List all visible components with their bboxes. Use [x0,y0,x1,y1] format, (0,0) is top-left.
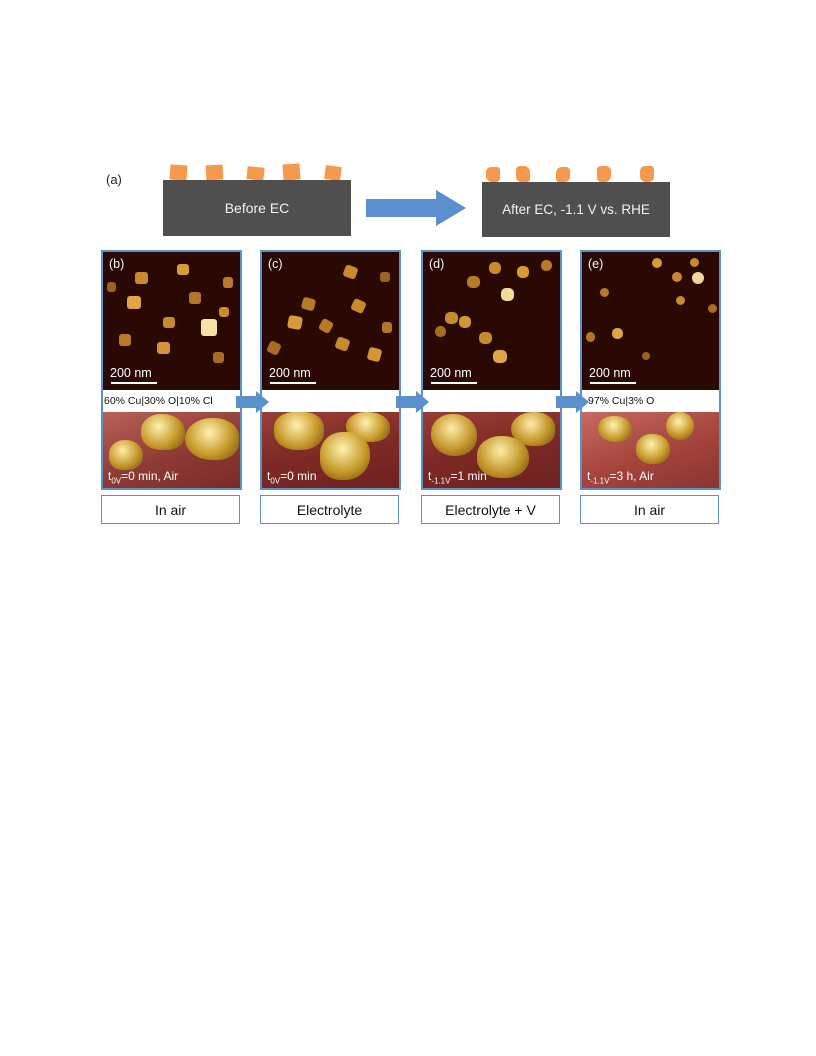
time-value: =0 min, Air [121,469,179,483]
afm-3d-image: t0V=0 min, Air [103,412,240,488]
panel-c: (c) 200 nm t0V=0 min [260,250,401,490]
panel-letter: (b) [109,257,125,271]
cube [205,164,224,181]
condition-label: In air [580,495,719,524]
nanoparticle [640,166,654,182]
scale-bar [431,382,477,384]
scale-label: 200 nm [269,366,311,380]
panel-b: (b) 200 nm 60% Cu|30% O|10% Cl t0V=0 min… [101,250,242,490]
scale-label: 200 nm [589,366,631,380]
nanoparticle [597,166,611,182]
time-label: t-1.1V=1 min [428,469,487,486]
time-label: t-1.1V=3 h, Air [587,469,654,486]
cube [282,163,301,181]
scale-bar [590,382,636,384]
afm-topography-image [582,252,719,390]
time-subscript: 0V [270,476,281,486]
condition-label: Electrolyte [260,495,399,524]
scale-bar [111,382,157,384]
time-label: t0V=0 min [267,469,317,486]
composition-label [423,390,560,412]
time-subscript: 0V [111,476,122,486]
time-subscript: -1.1V [431,476,451,486]
time-label: t0V=0 min, Air [108,469,179,486]
panel-letter: (c) [268,257,283,271]
panel-letter: (d) [429,257,445,271]
nanoparticle [556,167,570,182]
condition-label: Electrolyte + V [421,495,560,524]
scale-bar [270,382,316,384]
cube [169,164,188,181]
nanoparticle [486,167,500,182]
afm-topography-image [262,252,399,390]
panel-e: (e) 200 nm 97% Cu|3% O t-1.1V=3 h, Air [580,250,721,490]
step-arrow-icon [236,391,269,413]
scale-label: 200 nm [110,366,152,380]
step-arrow-icon [396,391,429,413]
cube [246,166,265,181]
afm-3d-image: t-1.1V=3 h, Air [582,412,719,488]
afm-3d-image: t0V=0 min [262,412,399,488]
composition-label: 60% Cu|30% O|10% Cl [103,390,240,412]
scale-label: 200 nm [430,366,472,380]
afm-topography-image [423,252,560,390]
afm-3d-image: t-1.1V=1 min [423,412,560,488]
panel-letter: (e) [588,257,604,271]
panel-d: (d) 200 nm t-1.1V=1 min [421,250,562,490]
time-value: =1 min [450,469,487,483]
time-value: =3 h, Air [609,469,654,483]
step-arrow-icon [556,391,589,413]
panel-a-label: (a) [106,172,122,187]
cube [324,164,342,182]
time-subscript: -1.1V [590,476,610,486]
composition-label [262,390,399,412]
composition-label: 97% Cu|3% O [582,390,719,412]
condition-label: In air [101,495,240,524]
substrate-after: After EC, -1.1 V vs. RHE [482,182,670,237]
time-value: =0 min [280,469,317,483]
nanoparticle [516,166,530,182]
process-arrow-icon [366,190,466,226]
substrate-before: Before EC [163,180,351,236]
afm-topography-image [103,252,240,390]
